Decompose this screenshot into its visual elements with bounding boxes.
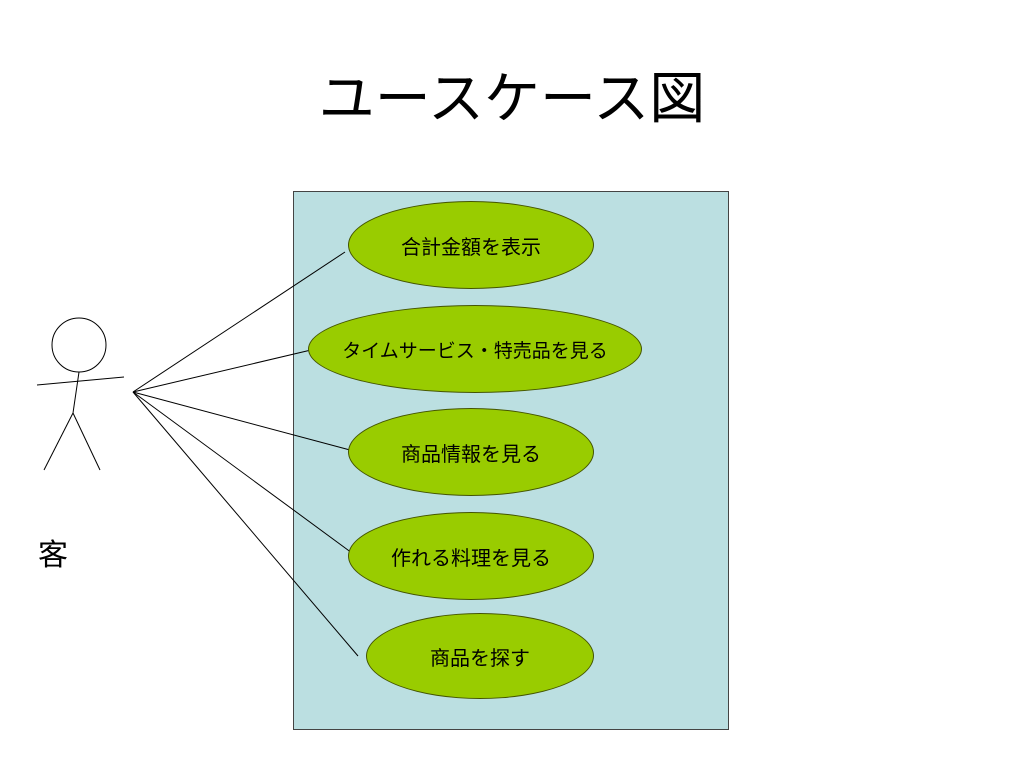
actor-icon bbox=[36, 317, 125, 471]
page-title: ユースケース図 bbox=[318, 67, 706, 132]
association-line-2 bbox=[132, 349, 312, 393]
actor-right-leg bbox=[72, 412, 101, 471]
actor-arms bbox=[36, 376, 125, 386]
association-line-3 bbox=[132, 391, 351, 451]
use-case-total-amount[interactable]: 合計金額を表示 bbox=[348, 201, 594, 289]
actor-label: 客 bbox=[38, 538, 68, 573]
use-case-recipes[interactable]: 作れる料理を見る bbox=[348, 512, 594, 600]
use-case-product-info[interactable]: 商品情報を見る bbox=[348, 408, 594, 496]
association-line-5 bbox=[132, 391, 359, 657]
use-case-search-product[interactable]: 商品を探す bbox=[366, 613, 594, 699]
association-line-1 bbox=[132, 251, 346, 393]
association-line-4 bbox=[132, 391, 353, 554]
actor-head bbox=[51, 317, 107, 373]
use-case-time-service[interactable]: タイムサービス・特売品を見る bbox=[308, 305, 642, 393]
actor-body bbox=[72, 371, 80, 414]
actor-left-leg bbox=[43, 412, 74, 471]
